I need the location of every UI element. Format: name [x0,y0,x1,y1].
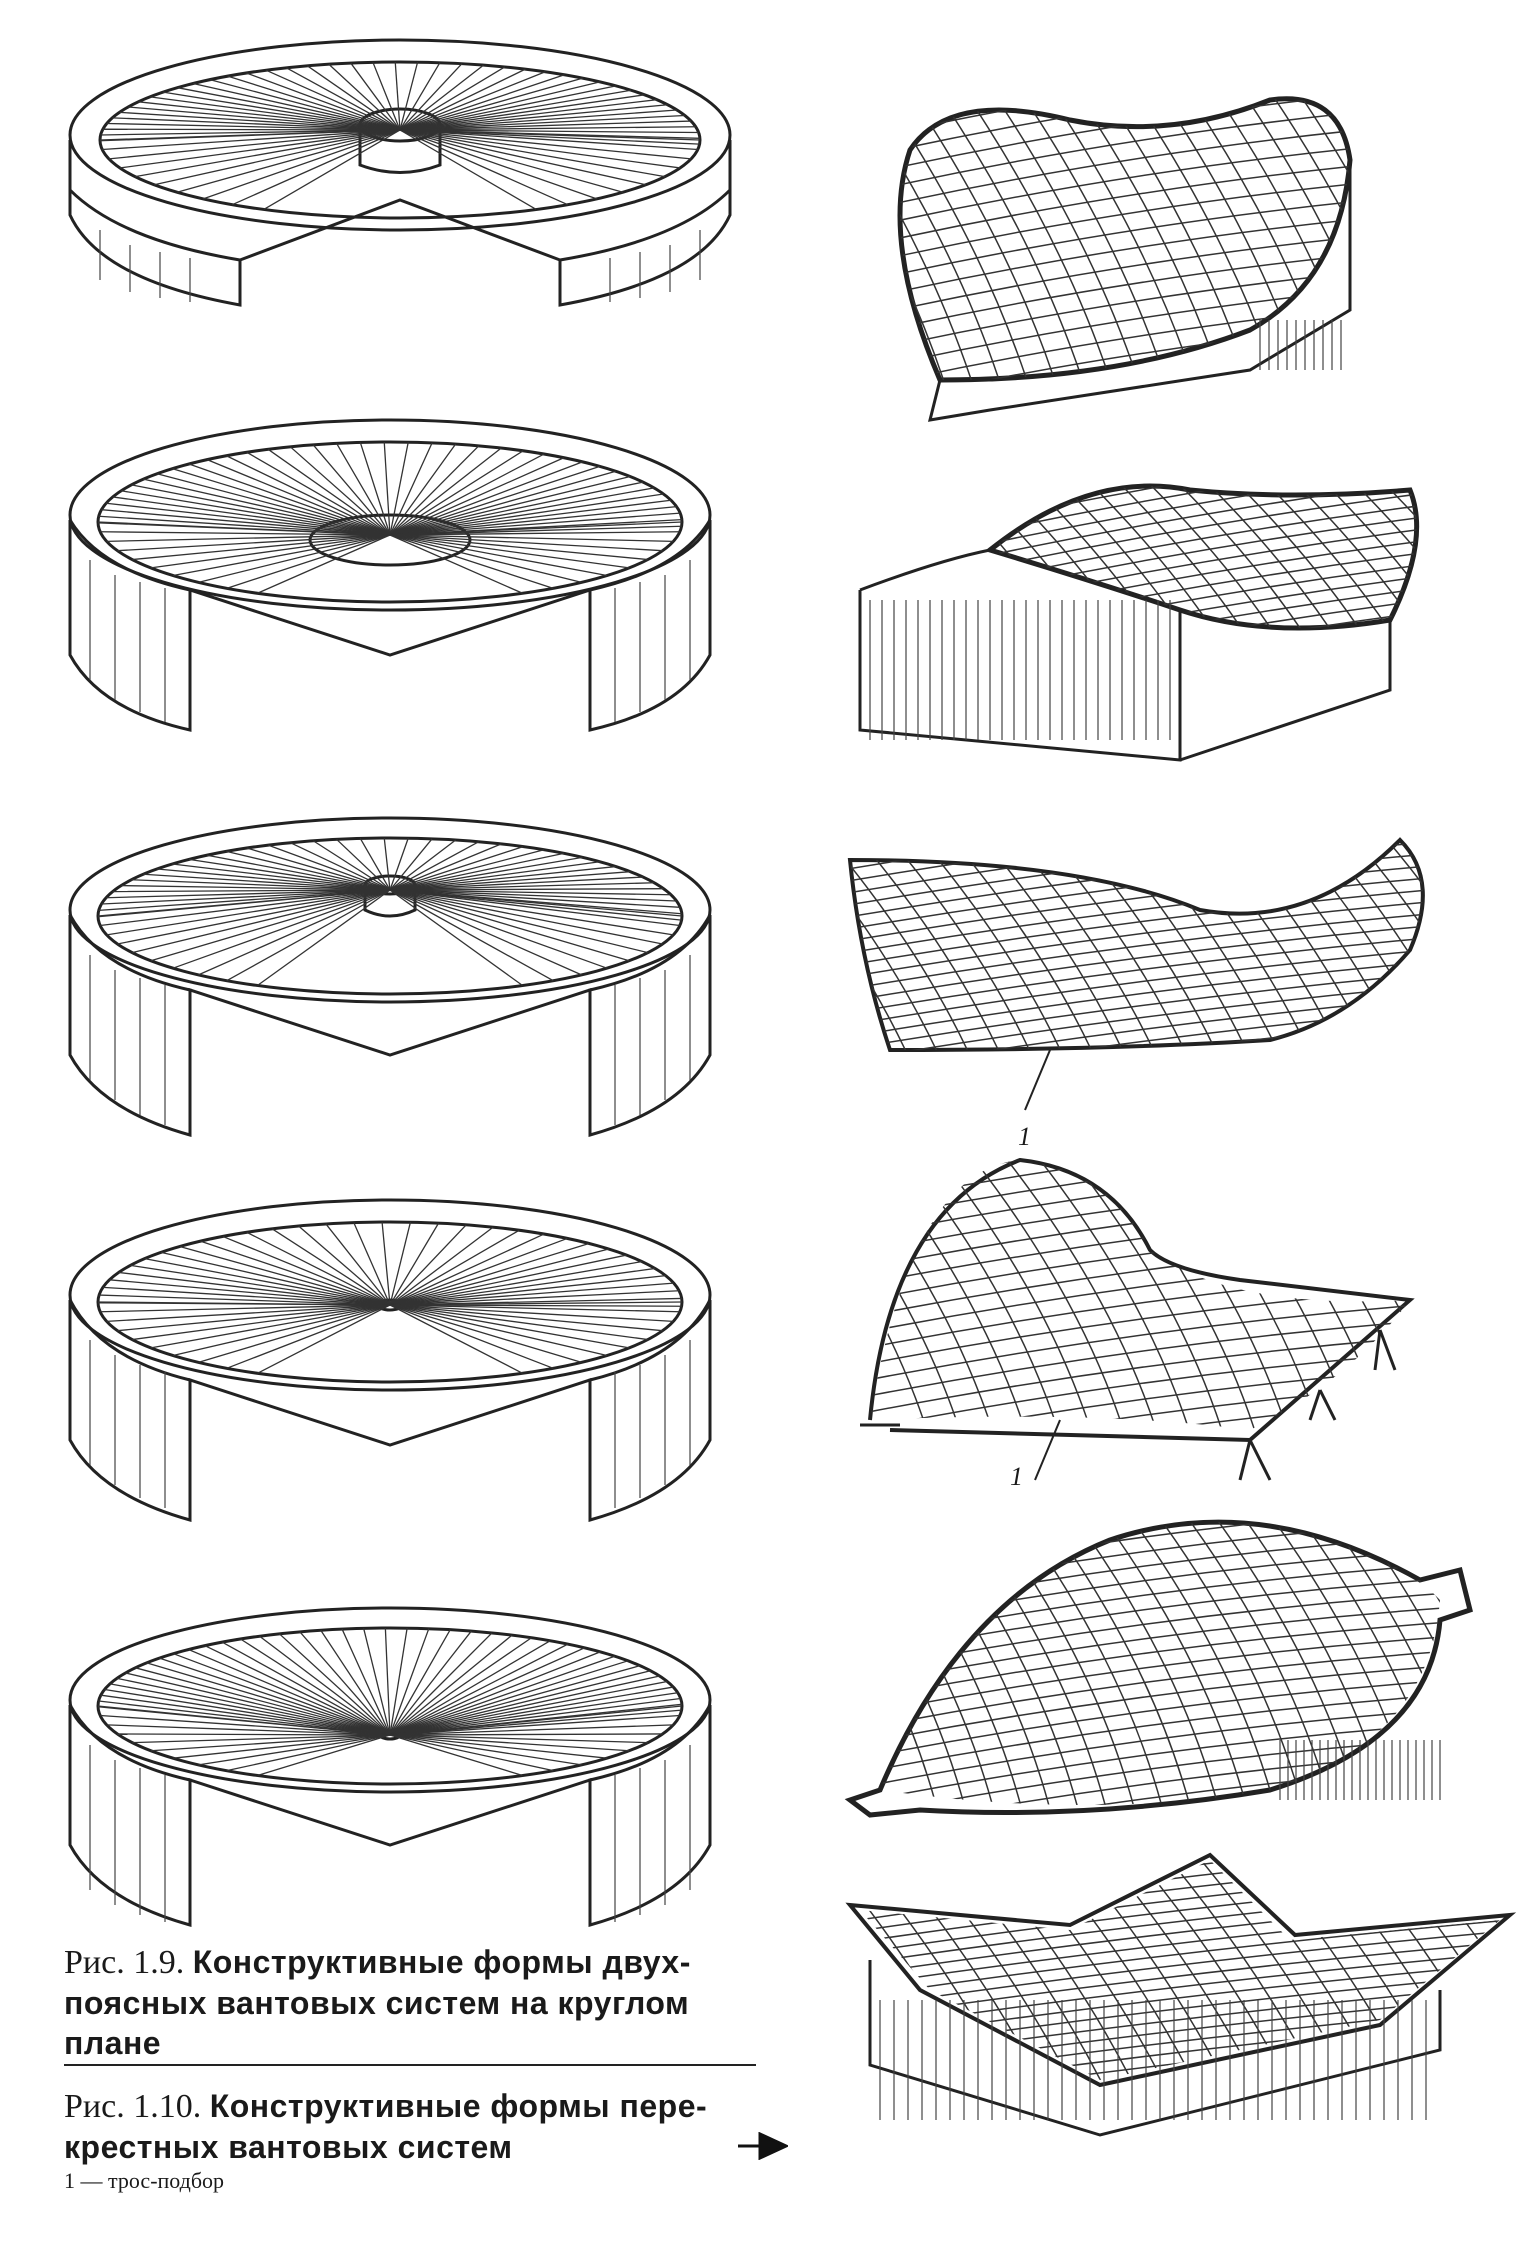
circular-roof-3-svg [68,816,712,1137]
arch-canopy-svg [860,1157,1415,1481]
star-roof-svg [845,1852,1517,2137]
drawing-circular-roof-2 [60,410,720,750]
drawing-heart-roof [870,80,1370,450]
drawing-circular-roof-1 [40,30,760,360]
marker-cable-1b: 1 [1010,1462,1023,1491]
drawing-hyperbolic-shell [830,820,1460,1120]
drawing-arch-canopy [850,1150,1440,1510]
marker-cable-1a: 1 [1018,1122,1031,1151]
caption-1-9-label: Рис. 1.9. [64,1944,185,1981]
circular-roof-4-svg [68,1198,712,1522]
circular-roof-1-svg [68,38,732,307]
caption-figure-1-9: Рис. 1.9. Конструктивные формы двух- поя… [64,1942,764,2063]
drawing-circular-roof-3 [60,810,720,1150]
saddle-building-svg [858,483,1420,762]
caption-1-10-legend: 1 — трос-подбор [64,2168,225,2193]
drawing-leaf-roof [840,1500,1520,1830]
caption-figure-1-10: Рис. 1.10. Конструктивные формы пере- кр… [64,2086,764,2167]
caption-1-9-title-line-2: поясных вантовых систем на круглом [64,1985,690,2021]
drawing-saddle-building [850,440,1440,770]
arrow-right-icon [738,2131,790,2161]
leaf-roof-svg [844,1519,1473,1818]
circular-roof-2-svg [68,418,712,732]
caption-1-9-title-line-3: плане [64,2025,162,2061]
caption-divider [64,2064,756,2066]
heart-roof-svg [897,96,1353,422]
caption-1-9-line-1: Рис. 1.9. Конструктивные формы двух- [64,1942,764,1983]
drawing-circular-roof-4 [60,1190,720,1540]
hyperbolic-shell-svg [847,837,1425,1111]
caption-1-10-label: Рис. 1.10. [64,2088,202,2125]
caption-1-10-title-line-1: Конструктивные формы пере- [209,2088,708,2124]
caption-1-9-title-line-1: Конструктивные формы двух- [192,1944,691,1980]
caption-1-10-title-line-2: крестных вантовых систем [64,2129,513,2165]
drawing-star-roof [840,1850,1520,2150]
circular-roof-5-svg [68,1606,712,1927]
drawing-circular-roof-5 [60,1600,720,1940]
caption-1-10-line-1: Рис. 1.10. Конструктивные формы пере- [64,2086,764,2127]
